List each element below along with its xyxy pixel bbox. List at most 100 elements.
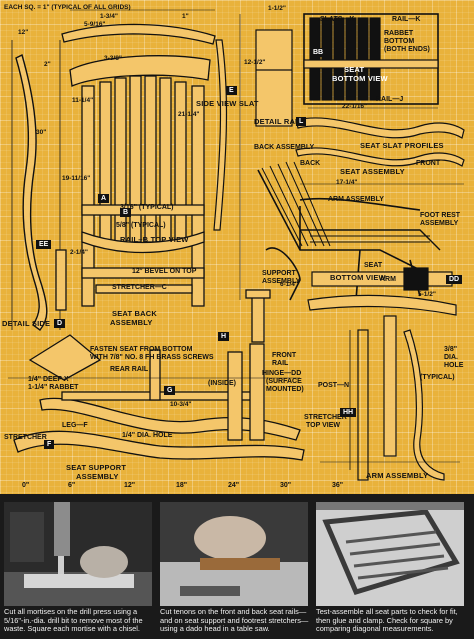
post-n-label: POST—N <box>318 382 350 389</box>
support-assembly-label-2: ASSEMBLY <box>262 278 301 285</box>
foot-rest-label: FOOT REST <box>420 212 461 219</box>
deep-x-label: 1/4" DEEP X <box>28 376 69 383</box>
seat-support-drawing <box>13 289 305 461</box>
part-letter-badge: L <box>296 117 307 126</box>
front-rail-label: FRONT <box>272 352 297 359</box>
dim-label: 19-11/16" <box>62 175 91 182</box>
seat-assembly-title: SEAT ASSEMBLY <box>340 167 405 176</box>
inside-label: (INSIDE) <box>208 380 236 387</box>
seat-bottom-view-drawing <box>303 13 439 105</box>
dim-label: 22-1/16" <box>342 103 368 110</box>
detail-side-title: DETAIL SIDE <box>2 319 51 328</box>
dimension-lines <box>8 9 464 463</box>
inch-scale: 0" 6" 12" 18" 24" 30" 36" <box>0 482 474 494</box>
scale-tick: 18" <box>176 482 188 489</box>
typical-label-2: 5/8" (TYPICAL) <box>116 222 166 229</box>
dim-label: 3-3/8" <box>104 55 122 62</box>
hinge-label-3: MOUNTED) <box>266 386 304 393</box>
dia-hole-right-3: HOLE <box>444 362 464 369</box>
scale-tick: 6" <box>68 482 76 489</box>
arm-label: ARM <box>380 276 396 283</box>
stretcher-top-view-label: STRETCHER <box>304 414 347 421</box>
side-view-slat-drawing <box>213 39 228 231</box>
dim-label: 2" <box>44 61 51 68</box>
dim-label: 12-1/2" <box>244 59 266 66</box>
dim-label: 5-9/16" <box>84 21 106 28</box>
clamped-assembly-photo <box>316 502 464 606</box>
rabbet-label-2: BOTTOM <box>384 38 415 45</box>
dim-label: 11-1/4" <box>72 97 94 104</box>
scale-tick: 30" <box>280 482 292 489</box>
deep-x-label-2: 1-1/4" RABBET <box>28 384 79 391</box>
seat-back-drawing <box>55 23 216 311</box>
bevel-label: 12° BEVEL ON TOP <box>132 268 197 275</box>
part-letter-badge: EE <box>36 240 52 249</box>
rail-j-label: RAIL—J <box>376 96 404 103</box>
dim-label: 17-1/4" <box>336 179 358 186</box>
slats-label: SLATS—K <box>320 16 355 23</box>
seat-bottom-view-title-2: BOTTOM VIEW <box>332 74 388 83</box>
foot-rest-label-2: ASSEMBLY <box>420 220 459 227</box>
typical-label: 3/16" (TYPICAL) <box>120 204 174 211</box>
rabbet-label-3: (BOTH ENDS) <box>384 46 430 53</box>
detail-rail-drawing <box>255 29 293 127</box>
dia-hole-right: 3/8" <box>444 346 458 353</box>
seat-support-title-2: ASSEMBLY <box>76 472 119 481</box>
photo-strip: Cut all mortises on the drill press usin… <box>0 494 474 639</box>
detail-side-drawing <box>11 40 61 331</box>
dim-label: 12" <box>18 29 29 36</box>
part-letter-badge: G <box>164 386 176 395</box>
leg-f-label: LEG—F <box>62 422 88 429</box>
seat-label: SEAT <box>364 262 383 269</box>
seat-bottom-view-title: SEAT <box>344 65 365 74</box>
dia-hole-right-2: DIA. <box>444 354 458 361</box>
photo-caption-2: Cut tenons on the front and back seat ra… <box>160 607 309 634</box>
dim-label: 5-1/2" <box>418 291 436 298</box>
stretcher-top-view-label-2: TOP VIEW <box>306 422 340 429</box>
arm-assembly-label: ARM ASSEMBLY <box>328 196 384 203</box>
stretcher-label: STRETCHER <box>4 434 47 441</box>
part-letter-badge: H <box>218 332 230 341</box>
front-rail-label-2: RAIL <box>272 360 289 367</box>
arm-assembly-title: ARM ASSEMBLY <box>366 471 429 480</box>
bottom-view-title: BOTTOM VIEW <box>330 273 386 282</box>
part-letter-badge: A <box>98 194 110 203</box>
side-view-slat-title: SIDE VIEW SLAT <box>196 99 259 108</box>
dim-label: 21-1/4" <box>178 111 200 118</box>
dim-label: 1-1/2" <box>268 5 286 12</box>
fasten-note: FASTEN SEAT FROM BOTTOM <box>90 346 193 353</box>
scale-tick: 24" <box>228 482 240 489</box>
drill-press-photo <box>4 502 152 606</box>
dia-hole-label: 1/4" DIA. HOLE <box>122 432 173 439</box>
dim-label: 10-3/4" <box>170 401 192 408</box>
fasten-note-2: WITH 7/8" NO. 8 FH BRASS SCREWS <box>90 354 214 361</box>
stretcher-c-label: STRETCHER—C <box>112 284 167 291</box>
chair-perspective-drawing <box>257 161 441 301</box>
part-letter-badge: BB <box>310 48 327 57</box>
dim-label: 1-3/4" <box>100 13 118 20</box>
plan-drawings <box>8 9 465 481</box>
photo-caption-3: Test-assemble all seat parts to check fo… <box>316 607 458 634</box>
part-letter-badge: E <box>226 86 237 95</box>
back-assembly-label: BACK ASSEMBLY <box>254 144 315 151</box>
part-letter-badge: HH <box>340 408 357 417</box>
dim-label: 1" <box>182 13 189 20</box>
seat-slat-profiles-drawing <box>295 117 465 167</box>
part-letter-badge: F <box>44 440 55 449</box>
bottom-view-drawing <box>311 267 453 291</box>
seat-back-title: SEAT BACK <box>112 309 157 318</box>
rear-rail-label: REAR RAIL <box>110 366 149 373</box>
part-letter-badge: D <box>54 319 66 328</box>
typical-right-label: (TYPICAL) <box>420 374 455 381</box>
grid-note: EACH SQ. = 1" (TYPICAL OF ALL GRIDS) <box>4 4 131 11</box>
seat-support-title: SEAT SUPPORT <box>66 463 127 472</box>
rail-label: RAIL—K <box>392 16 421 23</box>
tablesaw-tenon-photo <box>160 502 308 606</box>
photo-caption-1: Cut all mortises on the drill press usin… <box>4 607 143 634</box>
scale-tick: 36" <box>332 482 344 489</box>
hinge-label-2: (SURFACE <box>266 378 302 385</box>
front-label: FRONT <box>416 160 441 167</box>
dim-label: 30" <box>36 129 47 136</box>
dim-label: 6-1/4" <box>280 281 298 288</box>
